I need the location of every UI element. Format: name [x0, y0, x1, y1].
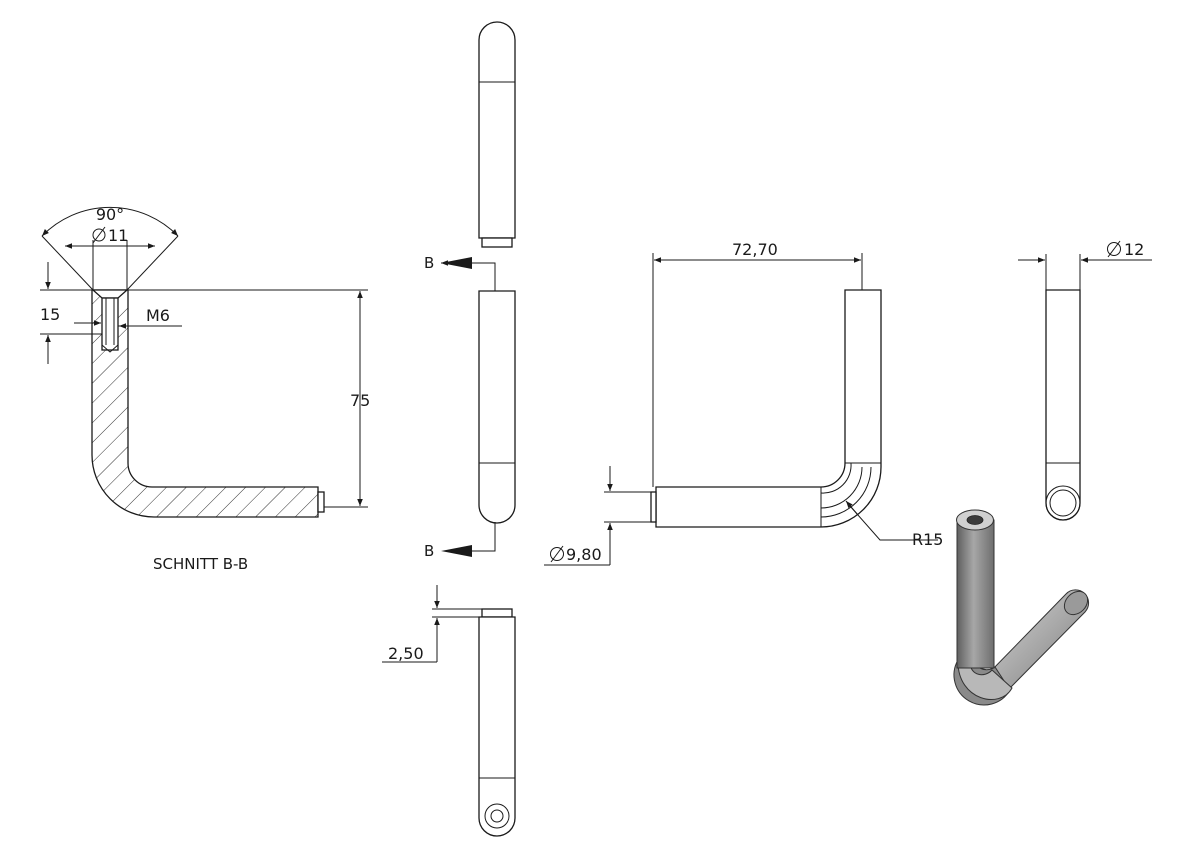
- dia-9-80-label: 9,80: [566, 545, 602, 564]
- length-75-label: 75: [350, 391, 370, 410]
- length-72-70-label: 72,70: [732, 240, 778, 259]
- section-outline: [91, 289, 319, 518]
- end-view-ring-outer: [1045, 485, 1081, 521]
- isometric-view: [953, 509, 1090, 706]
- diameter-symbol: [550, 545, 564, 563]
- bottom-view-outline: [478, 616, 516, 837]
- side-view-end-step: [650, 491, 657, 523]
- section-end-step: [317, 491, 325, 513]
- angle-arc: [41, 206, 179, 237]
- iso-vertical-tube: [956, 519, 995, 669]
- bottom-view-ring-outer: [484, 803, 510, 829]
- diameter-symbol: [92, 226, 106, 244]
- dia-11-label: 11: [108, 226, 128, 245]
- end-view-ring-inner: [1049, 489, 1077, 517]
- end-view: 12: [1018, 240, 1152, 521]
- bottom-view: 2,50: [382, 585, 516, 837]
- front-view: B B: [424, 254, 516, 560]
- side-view-outline: [655, 289, 882, 528]
- dia-12-label: 12: [1124, 240, 1144, 259]
- section-caption: SCHNITT B-B: [153, 555, 248, 573]
- bottom-view-ring-inner: [490, 809, 504, 823]
- front-view-outline: [478, 290, 516, 524]
- diameter-symbol: [1107, 240, 1121, 258]
- section-marker-bottom: B: [424, 542, 434, 560]
- offset-2-50-label: 2,50: [388, 644, 424, 663]
- section-arrow-bottom: [441, 545, 472, 557]
- thread-m6-label: M6: [146, 306, 170, 325]
- depth-15-label: 15: [40, 305, 60, 324]
- top-view: [478, 21, 516, 248]
- section-marker-top: B: [424, 254, 434, 272]
- side-view: 72,70 9,80 R15: [544, 240, 943, 566]
- radius-r15-label: R15: [912, 530, 943, 549]
- angle-90-label: 90°: [96, 205, 124, 224]
- top-view-outline: [478, 21, 516, 239]
- top-view-end-step: [481, 237, 513, 248]
- section-view-b-b: 90° 11 15 M6 75 SCHNITT B-B: [40, 205, 370, 573]
- threaded-hole: [101, 297, 119, 351]
- bottom-view-top-step: [481, 608, 513, 618]
